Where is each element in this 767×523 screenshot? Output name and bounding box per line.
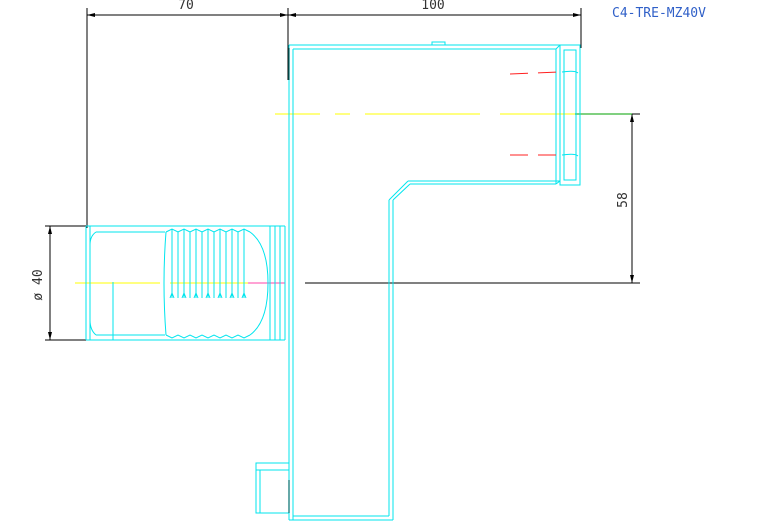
hidden-lines bbox=[509, 71, 561, 156]
dimension-vertical-offset: 58 bbox=[616, 192, 631, 208]
dimension-left-width: 70 bbox=[178, 0, 194, 13]
dimension-lines bbox=[45, 8, 640, 341]
hidden-arcs bbox=[561, 70, 579, 157]
dimension-arrows bbox=[48, 13, 634, 340]
part-code-label: C4-TRE-MZ40V bbox=[612, 6, 706, 21]
dimension-shank-diameter: ø 40 bbox=[31, 269, 46, 300]
centerlines bbox=[75, 113, 595, 284]
dimension-right-width: 100 bbox=[421, 0, 444, 13]
part-outline bbox=[85, 41, 581, 521]
shank-thread bbox=[163, 228, 251, 339]
